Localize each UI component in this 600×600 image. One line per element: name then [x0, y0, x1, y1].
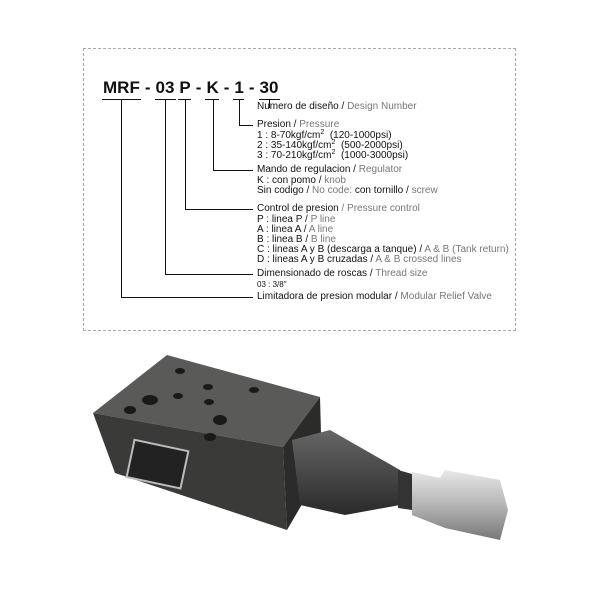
control-option: D : lineas A y B cruzadas / A & B crosse…	[257, 254, 462, 265]
thread-label: Dimensionado de roscas / Thread size	[257, 268, 428, 279]
code-control: P	[179, 78, 191, 97]
model-code: MRF - 03 P - K - 1 - 30	[103, 78, 278, 98]
control-option: B : linea B / B line	[257, 234, 336, 245]
leader-line	[165, 274, 253, 275]
leader-line	[239, 125, 253, 126]
code-regulator: K	[206, 78, 219, 97]
pressure-option: 2 : 35-140kgf/cm2 (500-2000psi)	[257, 139, 403, 151]
valve-label: Limitadora de presion modular / Modular …	[257, 291, 492, 302]
code-sep: -	[195, 78, 202, 97]
leader-line	[213, 170, 253, 171]
regulator-label: Mando de regulacion / Regulator	[257, 164, 403, 175]
diagram-frame	[83, 48, 516, 331]
leader-line	[165, 99, 166, 275]
valve-bonnet	[292, 430, 400, 515]
leader-line	[239, 99, 240, 126]
pressure-label: Presion / Pressure	[257, 119, 340, 130]
design-label: Numero de diseño / Design Number	[257, 101, 417, 112]
code-design: 30	[259, 78, 279, 97]
leader-line	[185, 209, 253, 210]
port-holes	[124, 368, 259, 441]
code-pressure: 1	[234, 78, 244, 97]
pressure-option: 1 : 8-70kgf/cm2 (120-1000psi)	[257, 129, 392, 141]
code-underline	[233, 99, 244, 100]
nameplate	[125, 438, 190, 490]
code-underline	[178, 99, 191, 100]
code-sep: -	[144, 78, 151, 97]
code-sep: -	[248, 78, 255, 97]
control-option: C : lineas A y B (descarga a tanque) / A…	[257, 244, 509, 255]
leader-line	[121, 297, 253, 298]
thread-option: 03 : 3/8"	[257, 280, 287, 289]
control-option: P : linea P / P line	[257, 214, 336, 225]
code-size: 03	[155, 78, 175, 97]
code-underline	[205, 99, 219, 100]
regulator-option: K : con pomo / knob	[257, 175, 346, 186]
adjust-knob	[412, 470, 508, 540]
lock-nut	[398, 470, 412, 510]
leader-line	[121, 99, 122, 298]
control-label: Control de presion / Pressure control	[257, 203, 420, 214]
leader-line	[269, 99, 270, 108]
leader-line	[185, 99, 186, 210]
relief-valve-photo	[93, 355, 508, 540]
pressure-option: 3 : 70-210kgf/cm2 (1000-3000psi)	[257, 149, 409, 161]
code-sep: -	[223, 78, 230, 97]
control-option: A : linea A / A line	[257, 224, 334, 235]
leader-line	[213, 99, 214, 171]
code-prefix: MRF	[103, 78, 140, 97]
regulator-option: Sin codigo / No code: con tornillo / scr…	[257, 185, 438, 196]
